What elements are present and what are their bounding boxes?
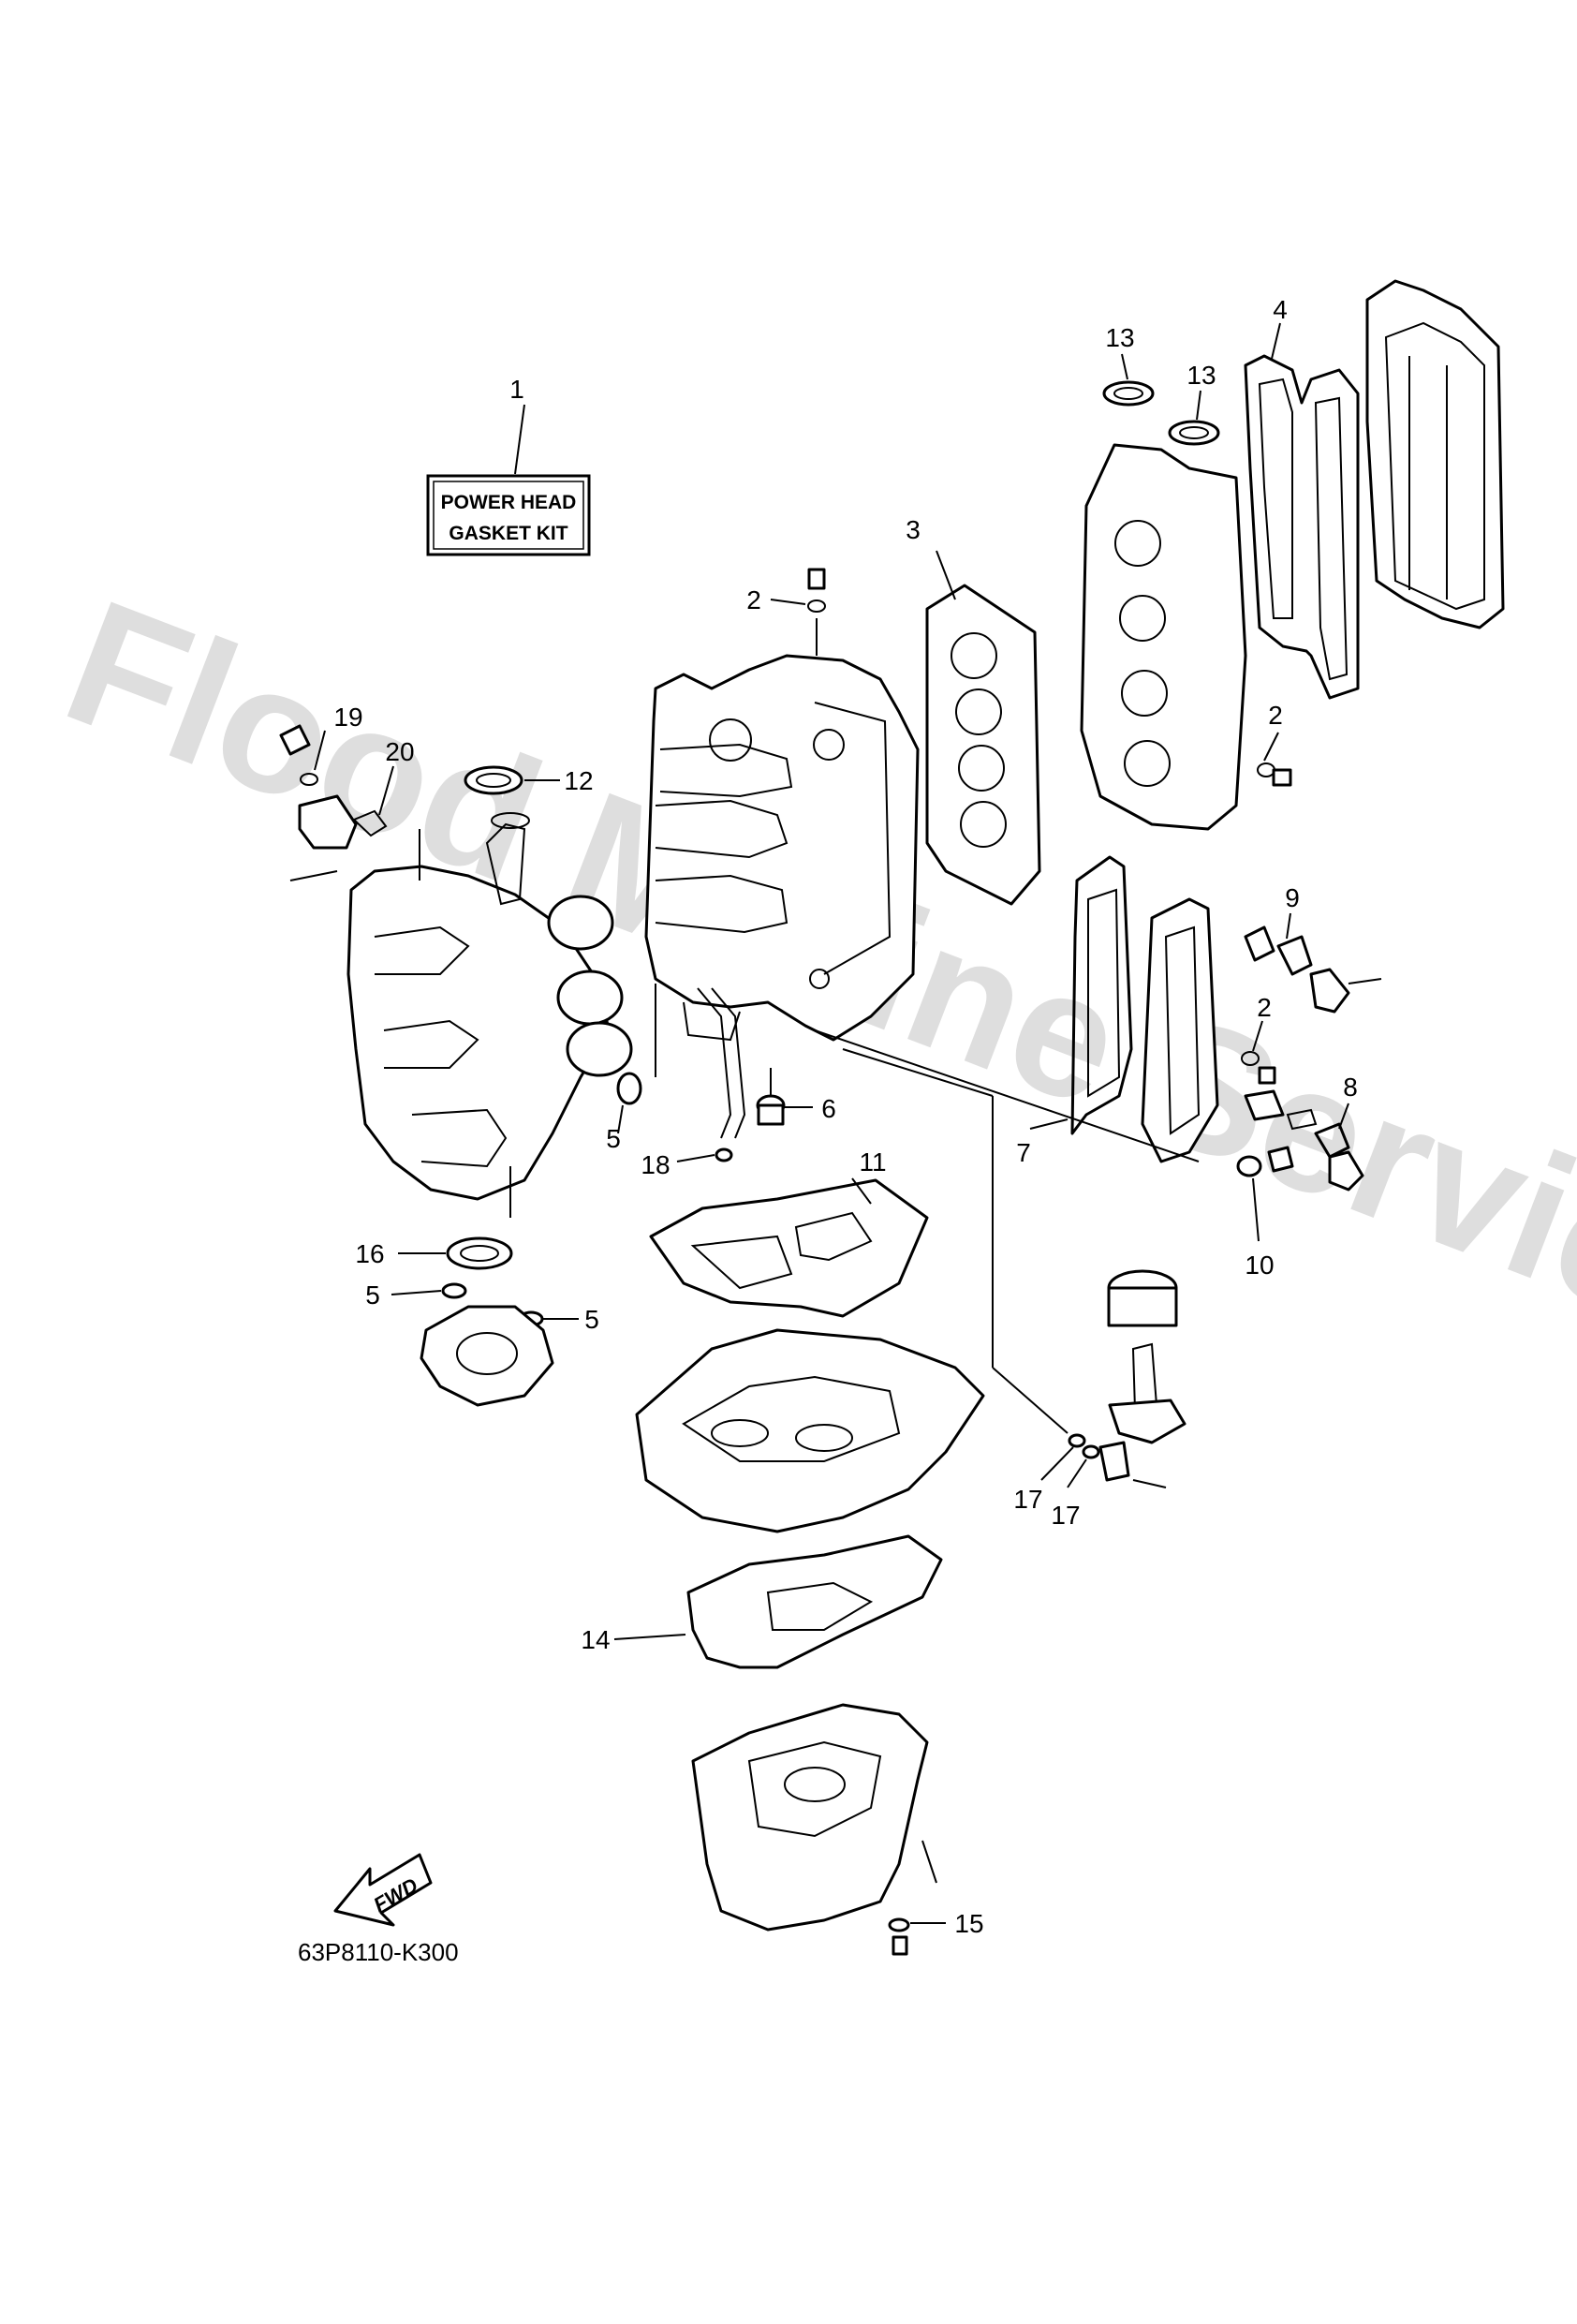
o-ring-5-upper [616, 1072, 642, 1105]
pressure-valve [1244, 1089, 1364, 1192]
callout-17a: 17 [1013, 1485, 1042, 1514]
lower-case [691, 1703, 937, 1932]
oil-pan [635, 1328, 985, 1533]
drain-plug-15 [888, 1917, 910, 1956]
callout-19: 19 [333, 703, 362, 732]
kit-label-line1: POWER HEAD [441, 492, 577, 513]
callout-6: 6 [821, 1094, 836, 1123]
drain-bolt-right [1241, 1051, 1276, 1085]
oil-seal-16 [446, 1236, 513, 1270]
cylinder-head [1080, 443, 1247, 831]
callout-17b: 17 [1051, 1501, 1080, 1530]
upper-gasket-11 [649, 1178, 929, 1318]
callout-5a: 5 [606, 1124, 621, 1153]
diagram-code: 63P8110-K300 [298, 1938, 459, 1966]
dipstick-guide [697, 987, 746, 1162]
crankshaft-oil-seal [464, 765, 523, 795]
thermostat-cover [1244, 925, 1382, 1014]
grommet-10 [1236, 1146, 1294, 1177]
exhaust-cover-gasket [1070, 855, 1133, 1135]
callout-18: 18 [641, 1150, 670, 1179]
o-ring-5-left [441, 1282, 467, 1299]
lower-gasket-14 [686, 1534, 943, 1669]
callout-15: 15 [954, 1909, 983, 1938]
callout-2c: 2 [1257, 993, 1272, 1022]
o-ring-17a [1068, 1433, 1086, 1448]
callout-12: 12 [564, 766, 593, 795]
anode-cover-fitting [279, 724, 388, 881]
callout-8: 8 [1343, 1073, 1358, 1102]
callout-10: 10 [1245, 1251, 1274, 1280]
callout-5c: 5 [584, 1305, 599, 1334]
exhaust-cover [1141, 897, 1219, 1163]
callout-16: 16 [355, 1239, 384, 1268]
callout-13a: 13 [1105, 323, 1134, 352]
oil-pump [420, 1305, 554, 1407]
cylinder-block [644, 654, 920, 1042]
callout-2a: 2 [746, 585, 761, 614]
callout-1: 1 [509, 375, 524, 404]
head-cover-gasket [1244, 354, 1360, 700]
callout-2b: 2 [1268, 701, 1283, 730]
callout-20: 20 [385, 737, 414, 766]
crankcase-assembly [346, 812, 633, 1201]
callout-11: 11 [859, 1147, 886, 1177]
oil-filter [1098, 1269, 1186, 1488]
cylinder-head-gasket [925, 584, 1041, 906]
camshaft-oil-seals [1102, 380, 1220, 446]
kit-label-line2: GASKET KIT [449, 523, 567, 544]
callout-9: 9 [1285, 883, 1300, 912]
head-bolt-right [1257, 762, 1292, 787]
callout-3: 3 [906, 515, 921, 544]
fwd-arrow: FWD [333, 1853, 433, 1927]
callout-7: 7 [1016, 1138, 1031, 1167]
plug-6 [756, 1094, 786, 1126]
callout-13b: 13 [1186, 361, 1216, 390]
callout-14: 14 [581, 1625, 610, 1654]
drain-bolt [807, 568, 826, 656]
callouts: 1 2 2 2 3 4 5 5 5 6 7 8 9 10 11 12 13 13… [333, 295, 1357, 1938]
cylinder-head-cover [1365, 279, 1505, 629]
o-ring-17b [1082, 1444, 1100, 1459]
gasket-kit-label: POWER HEAD GASKET KIT [426, 474, 591, 556]
callout-5b: 5 [365, 1280, 380, 1310]
callout-4: 4 [1273, 295, 1288, 324]
